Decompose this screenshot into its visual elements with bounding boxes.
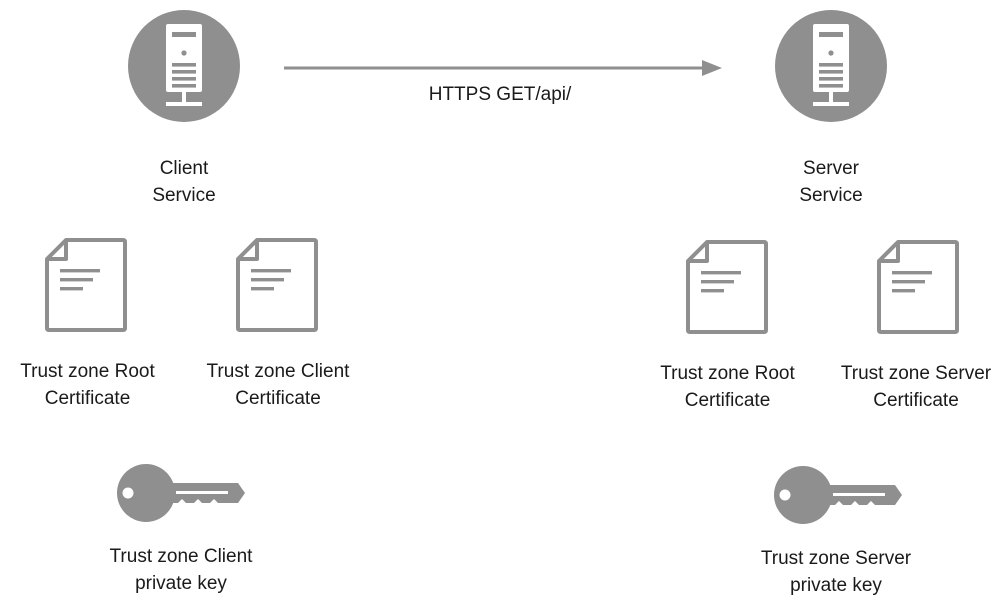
client-certificate-label-line2: Certificate bbox=[235, 388, 321, 409]
server-root-certificate-label-line2: Certificate bbox=[684, 390, 771, 411]
client-root-certificate-label-line1: Trust zone Root bbox=[20, 361, 155, 382]
key-icon bbox=[114, 460, 246, 526]
server-root-certificate bbox=[685, 239, 769, 335]
server-icon bbox=[128, 10, 240, 122]
client-private-key bbox=[114, 460, 246, 526]
server-service-label-line1: Server bbox=[803, 158, 859, 179]
server-private-key-label-line1: Trust zone Server bbox=[760, 548, 912, 569]
client-private-key-label-line2: private key bbox=[135, 573, 227, 594]
key-icon bbox=[771, 462, 903, 528]
server-service-node bbox=[775, 10, 887, 122]
document-icon bbox=[44, 237, 128, 333]
server-certificate-label: Trust zone Server Certificate bbox=[826, 360, 1006, 414]
server-service-label: Server Service bbox=[751, 155, 911, 209]
https-request-arrow bbox=[284, 60, 722, 76]
server-private-key-label-line2: private key bbox=[790, 575, 882, 596]
server-certificate-label-line2: Certificate bbox=[873, 390, 959, 411]
client-service-label: Client Service bbox=[104, 155, 264, 209]
client-private-key-label-line1: Trust zone Client bbox=[109, 546, 253, 567]
client-service-node bbox=[128, 10, 240, 122]
client-private-key-label: Trust zone Client private key bbox=[86, 543, 276, 597]
server-icon bbox=[775, 10, 887, 122]
server-certificate bbox=[876, 239, 960, 335]
server-service-label-line2: Service bbox=[799, 185, 863, 206]
document-icon bbox=[876, 239, 960, 335]
server-certificate-label-line1: Trust zone Server bbox=[840, 363, 992, 384]
document-icon bbox=[685, 239, 769, 335]
client-certificate-label-line1: Trust zone Client bbox=[206, 361, 350, 382]
server-private-key bbox=[771, 462, 903, 528]
document-icon bbox=[235, 237, 319, 333]
server-private-key-label: Trust zone Server private key bbox=[741, 545, 931, 599]
client-root-certificate-label-line2: Certificate bbox=[44, 388, 131, 409]
client-service-label-line2: Service bbox=[152, 185, 216, 206]
client-certificate-label: Trust zone Client Certificate bbox=[184, 358, 372, 412]
server-root-certificate-label-line1: Trust zone Root bbox=[660, 363, 795, 384]
https-request-label: HTTPS GET/api/ bbox=[428, 84, 572, 105]
client-service-label-line1: Client bbox=[159, 158, 209, 179]
server-root-certificate-label: Trust zone Root Certificate bbox=[640, 360, 815, 414]
client-root-certificate-label: Trust zone Root Certificate bbox=[0, 358, 175, 412]
client-root-certificate bbox=[44, 237, 128, 333]
client-certificate bbox=[235, 237, 319, 333]
